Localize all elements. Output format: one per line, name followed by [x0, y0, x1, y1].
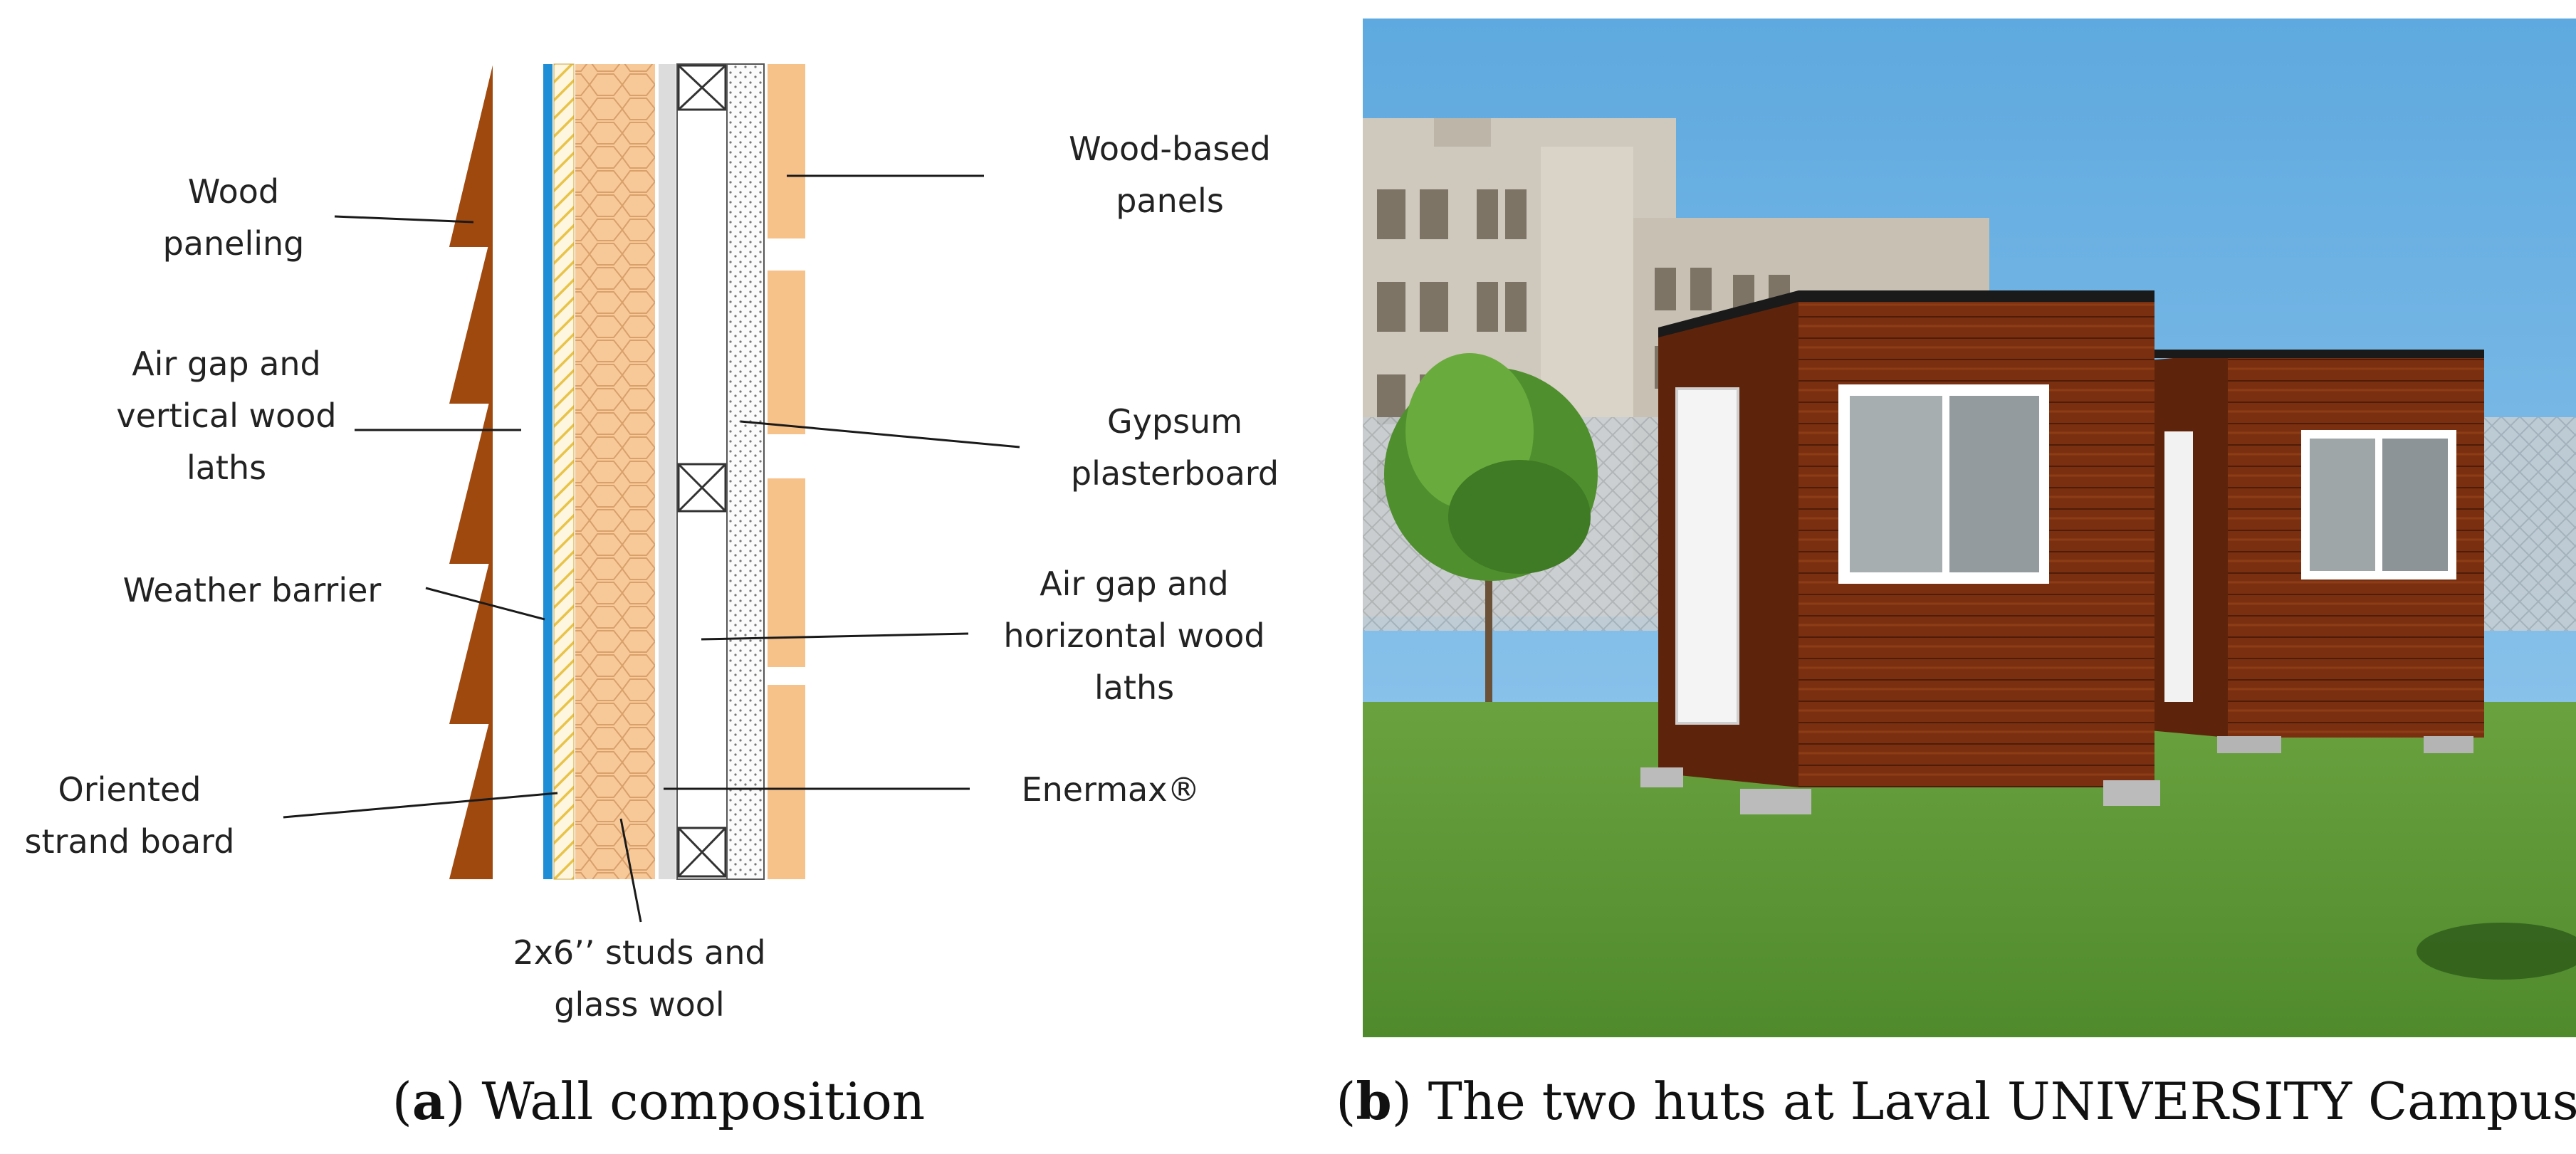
enermax-layer: [659, 64, 676, 879]
label-gypsum-line1: Gypsum: [1107, 402, 1242, 441]
huts-photo: (b) The two huts at Laval UNIVERSITY Cam…: [1339, 19, 2576, 1131]
wood-paneling-layer: [449, 65, 493, 879]
label-air-gap-vertical-line1: Air gap and: [132, 345, 321, 383]
label-wood-based-panels-line1: Wood-based: [1069, 130, 1271, 168]
hut-back: [2150, 350, 2484, 753]
label-enermax: Enermax®: [1022, 770, 1200, 809]
label-oriented-strand-board-line1: Oriented: [58, 770, 201, 809]
label-studs-line2: glass wool: [554, 985, 724, 1024]
hut-front: [1640, 290, 2160, 814]
label-wood-paneling-line2: paneling: [163, 224, 305, 263]
wall-composition-panel: Wood paneling Air gap and vertical wood …: [25, 63, 1279, 1131]
horizontal-wood-lath: [677, 64, 727, 111]
label-air-gap-horizontal-line3: laths: [1094, 668, 1174, 707]
oriented-strand-board-layer: [553, 63, 575, 880]
caption-a-letter: a: [412, 1071, 446, 1131]
leader-weather-barrier: [425, 587, 545, 621]
caption-b-letter: b: [1356, 1071, 1391, 1131]
weather-barrier-layer: [543, 64, 553, 879]
caption-a-text: Wall composition: [482, 1071, 926, 1131]
caption-b-text: The two huts at Laval UNIVERSITY Campus: [1428, 1071, 2576, 1131]
leader-gypsum: [740, 420, 1020, 449]
huts-photo-panel: (b) The two huts at Laval UNIVERSITY Cam…: [1339, 0, 2576, 1154]
leader-air-gap-horizontal: [701, 632, 969, 641]
label-air-gap-vertical-line3: laths: [187, 449, 266, 487]
label-gypsum-line2: plasterboard: [1071, 454, 1279, 493]
leader-oriented-strand-board: [283, 792, 558, 819]
horizontal-wood-lath: [677, 463, 727, 513]
label-weather-barrier: Weather barrier: [123, 571, 382, 609]
gypsum-plasterboard-layer: [726, 63, 765, 880]
caption-b: (b) The two huts at Laval UNIVERSITY Cam…: [1339, 1071, 2576, 1131]
tree: [1384, 353, 1598, 730]
photo-frame: [1363, 19, 2576, 1037]
label-oriented-strand-board-line2: strand board: [25, 822, 235, 861]
label-air-gap-horizontal-line2: horizontal wood: [1003, 617, 1265, 655]
label-air-gap-vertical-line2: vertical wood: [116, 397, 336, 435]
label-air-gap-horizontal-line1: Air gap and: [1040, 565, 1229, 603]
leader-wood-paneling: [334, 215, 474, 224]
wall-composition-diagram: Wood paneling Air gap and vertical wood …: [25, 63, 1279, 1131]
glass-wool-layer: [575, 64, 655, 879]
leader-studs: [619, 818, 642, 923]
horizontal-wood-lath: [677, 827, 727, 878]
label-studs-line1: 2x6’’ studs and: [513, 933, 765, 972]
caption-a: (a) Wall composition: [392, 1071, 925, 1131]
wood-based-panels-layer: [768, 64, 805, 879]
label-wood-based-panels-line2: panels: [1116, 182, 1224, 220]
label-wood-paneling-line1: Wood: [188, 172, 279, 211]
shadow: [2417, 923, 2576, 980]
